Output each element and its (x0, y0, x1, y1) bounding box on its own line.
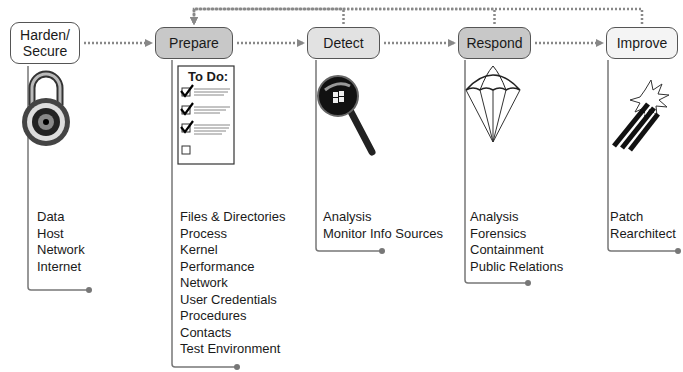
list-item: Network (37, 242, 85, 257)
stage-title: Respond (466, 35, 522, 51)
checklist-icon (178, 66, 234, 164)
list-item: Test Environment (180, 341, 280, 356)
list-brackets (28, 60, 678, 367)
parachute-icon (466, 66, 520, 142)
stage-box: Detect (307, 27, 380, 59)
list-item: Files & Directories (180, 209, 285, 224)
list-item: Internet (37, 259, 81, 274)
bracket-dots (86, 248, 681, 370)
list-item: Analysis (323, 209, 371, 224)
list-item: Procedures (180, 308, 246, 323)
list-item: Rearchitect (610, 226, 676, 241)
padlock-icon (22, 74, 70, 146)
magnifier-icon (318, 76, 372, 152)
stage-box: Prepare (155, 27, 233, 59)
stage-box: Harden/ Secure (10, 22, 80, 64)
list-item: Process (180, 226, 227, 241)
list-item: Monitor Info Sources (323, 226, 443, 241)
list-item: Kernel (180, 242, 218, 257)
list-item: Patch (610, 209, 643, 224)
flow-arrow (194, 9, 344, 24)
stage-title: Harden/ Secure (17, 27, 73, 59)
improve-icon (614, 80, 669, 150)
list-item: Containment (470, 242, 544, 257)
list-item: Analysis (470, 209, 518, 224)
stage-title: Prepare (169, 35, 219, 51)
stage-box: Improve (606, 27, 678, 59)
flow-arrow (384, 42, 454, 45)
list-item: User Credentials (180, 292, 277, 307)
list-item: Contacts (180, 325, 231, 340)
list-item: Data (37, 209, 64, 224)
list-item: Host (37, 226, 64, 241)
flow-arrow (84, 42, 151, 45)
flow-arrow (194, 9, 495, 24)
list-item: Performance (180, 259, 254, 274)
flow-arrow (237, 42, 303, 45)
checklist-heading: To Do: (188, 69, 228, 84)
list-item: Forensics (470, 226, 526, 241)
stage-box: Respond (458, 27, 531, 59)
flow-arrow (535, 42, 602, 45)
stage-title: Improve (617, 35, 668, 51)
list-item: Public Relations (470, 259, 563, 274)
stage-title: Detect (323, 35, 363, 51)
flow-arrow (194, 9, 642, 24)
list-item: Network (180, 275, 228, 290)
